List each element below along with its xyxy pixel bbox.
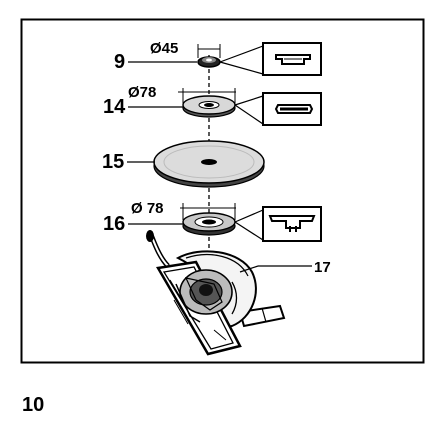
callout-9: 9 <box>114 51 125 73</box>
part-15-disc <box>153 140 265 188</box>
dimension-part-14: Ø78 <box>128 84 236 104</box>
callout-15: 15 <box>102 151 124 173</box>
dimension-label-part-16: Ø 78 <box>131 200 164 217</box>
part-14-flange <box>182 95 236 118</box>
part-17-grinder <box>146 230 286 356</box>
detail-box-part-16 <box>234 206 322 242</box>
detail-box-part-14 <box>234 92 322 126</box>
figure-frame <box>20 18 425 364</box>
figure-number: 10 <box>22 394 44 416</box>
dimension-label-part-9: Ø45 <box>150 40 178 57</box>
callout-16: 16 <box>103 213 125 235</box>
dimension-part-16: Ø 78 <box>131 200 236 220</box>
detail-box-part-9 <box>219 42 322 76</box>
part-16-flange <box>182 212 236 236</box>
dimension-part-9: Ø45 <box>150 40 221 58</box>
part-9-nut <box>197 56 221 68</box>
callout-17: 17 <box>314 259 331 276</box>
callout-14: 14 <box>103 96 126 118</box>
dimension-label-part-14: Ø78 <box>128 84 156 101</box>
